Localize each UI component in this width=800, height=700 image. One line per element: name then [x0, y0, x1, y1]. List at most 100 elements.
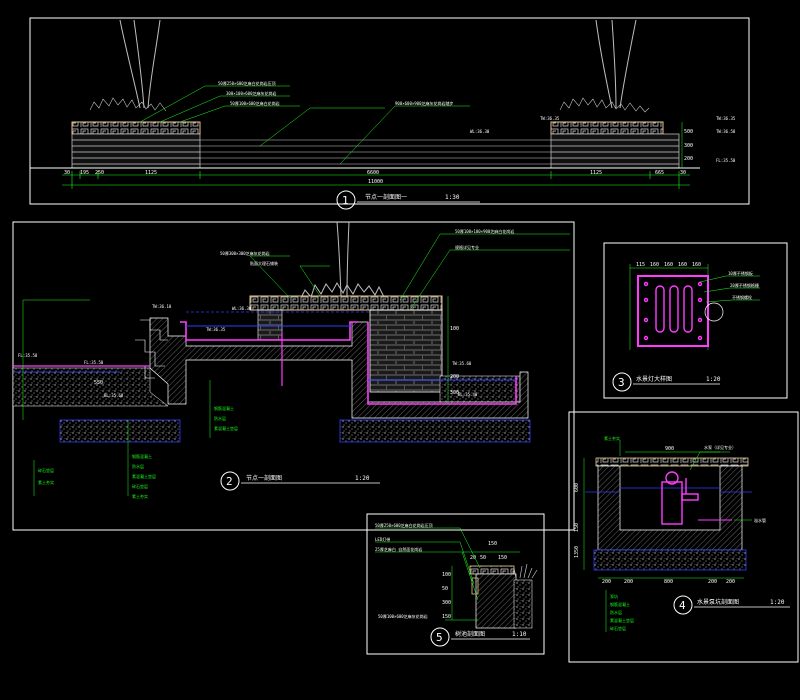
edge-soil [513, 579, 533, 629]
grass-icon [513, 563, 538, 579]
dim-overall: 11000 [368, 179, 383, 185]
detail-5-number-circle [430, 627, 450, 647]
note-4e: 防水层 [610, 609, 622, 615]
note-5d: 50厚100×600芝麻灰花岗岩 [378, 613, 428, 619]
detail-5-scale: 1:10 [512, 631, 527, 638]
dim-5d: 150 [498, 555, 507, 561]
dim-3e: 160 [692, 262, 701, 268]
dim-1e: 6600 [367, 170, 379, 176]
detail-1-leaders [139, 85, 470, 165]
detail-4-dims [583, 458, 744, 579]
pit-foundation [593, 549, 747, 571]
dim-4-b1: 200 [602, 579, 611, 585]
note-4c: 泵坑 [610, 593, 618, 599]
tree-right-icon [559, 19, 650, 113]
dim-3b: 160 [650, 262, 659, 268]
dim-3d: 160 [678, 262, 687, 268]
dim-4-b5: 200 [726, 579, 735, 585]
dim-1c: 250 [95, 170, 104, 176]
detail-4-pump-pit: 900 600 150 1350 200 200 800 200 200 [568, 411, 799, 663]
note-2b: 贴面大理石铺装 [250, 260, 278, 266]
dim-1b: 195 [80, 170, 89, 176]
level-wl-2: WL:36.30 [232, 306, 252, 311]
light-plate [637, 275, 709, 347]
detail-2-number-circle [220, 471, 240, 491]
detail-3-leaders [699, 275, 760, 303]
note-1a: 50厚250×600芝麻白花岗岩压顶 [218, 80, 276, 86]
detail-3-title: 水景灯大样图 [636, 375, 672, 383]
detail-2-number: 2 [226, 475, 233, 488]
detail-4-frame [568, 411, 799, 663]
note-2n: 素土夯实 [38, 479, 54, 485]
detail-2-scale: 1:20 [355, 475, 370, 482]
detail-4-leaders [605, 440, 752, 632]
note-3b: 20厚不锈钢格栅 [730, 282, 759, 288]
note-2j: 钢筋混凝土 [214, 405, 234, 411]
note-2i: 素土夯实 [132, 493, 148, 499]
note-4f: 素混凝土垫层 [610, 617, 634, 623]
light-callout [704, 302, 724, 322]
dim-3c: 160 [664, 262, 673, 268]
note-1c: 50厚100×600芝麻白花岗岩 [230, 100, 280, 106]
note-3a: 10厚不锈钢板 [728, 270, 753, 276]
detail-3-scale: 1:20 [706, 376, 721, 383]
note-2f: 防水层 [132, 463, 144, 469]
note-4b: 溢水管 [754, 517, 766, 523]
level-fl: FL:35.50 [716, 158, 736, 163]
dim-4-b3: 800 [664, 579, 673, 585]
pit-walls [597, 465, 743, 551]
detail-1-number-circle [336, 190, 356, 210]
edge-wall [475, 573, 517, 629]
coping-left [71, 121, 201, 135]
light-grille [643, 281, 703, 341]
note-4h: 素土夯实 [604, 435, 620, 441]
dim-1g: 665 [655, 170, 664, 176]
dim-4-s2: 150 [574, 523, 580, 532]
pool-surface [200, 139, 551, 165]
detail-2-title: 节点一剖面图 [246, 474, 282, 482]
dim-5-s1: 100 [442, 572, 451, 578]
pool-lining-right [367, 322, 517, 405]
note-1b: 300×100×600芝麻灰花岗岩 [226, 90, 277, 96]
planter-coping [249, 295, 443, 311]
detail-4-number: 4 [679, 599, 686, 612]
level-fl-2: FL:35.50 [18, 353, 38, 358]
detail-1-elevation: 30 195 250 1125 6600 1125 665 30 11000 W… [29, 17, 750, 210]
dim-5-s2: 50 [442, 586, 448, 592]
planter-wall-left [257, 309, 283, 341]
steps-left [71, 133, 201, 169]
detail-4-title: 水景泵坑剖面图 [697, 598, 739, 606]
dim-5c: 50 [480, 555, 486, 561]
dim-1h: 30 [680, 170, 686, 176]
detail-4-number-circle [673, 595, 693, 615]
dim-4-top: 900 [665, 446, 674, 452]
detail-5-planter-edge: 150 20 50 150 100 50 300 150 50厚250×600芝… [366, 513, 545, 655]
note-2d: 规格详见专业 [455, 244, 479, 250]
detail-1-frame [29, 17, 750, 205]
note-4g: 碎石垫层 [610, 625, 626, 631]
note-1d: 900×600×900芝麻灰花岗岩踏步 [395, 100, 454, 106]
level-bl-left: BL:35.68 [104, 393, 124, 398]
note-2e: 钢筋混凝土 [132, 453, 152, 459]
level-tw-left: TW:36.35 [540, 116, 560, 121]
coping-right [550, 121, 664, 135]
level-fl-r: FL:35.50 [84, 360, 104, 365]
planter-wall [369, 309, 443, 393]
pump-icon [661, 471, 732, 525]
foundation-left [59, 419, 181, 443]
note-2k: 防水层 [214, 415, 226, 421]
note-4d: 钢筋混凝土 [610, 601, 630, 607]
dim-1a: 30 [64, 170, 70, 176]
dim-5-s4: 150 [442, 614, 451, 620]
detail-2-top-leaders [22, 233, 570, 496]
detail-2-section: TW:36.10 WL:36.30 TW:36.35 TW:35.60 FL:3… [12, 221, 575, 531]
steps-right [550, 133, 680, 169]
fill-left [12, 367, 169, 407]
pool-lining [180, 321, 358, 341]
note-5c: 25厚芝麻白 自然面花岗岩 [375, 546, 422, 552]
detail-1-number: 1 [342, 194, 349, 207]
detail-1-dimension-line [62, 171, 690, 189]
side-dim-2: 300 [684, 143, 693, 149]
note-2a: 50厚300×300芝麻灰花岗岩 [220, 250, 270, 256]
dim-2-r3: 300 [450, 390, 459, 396]
